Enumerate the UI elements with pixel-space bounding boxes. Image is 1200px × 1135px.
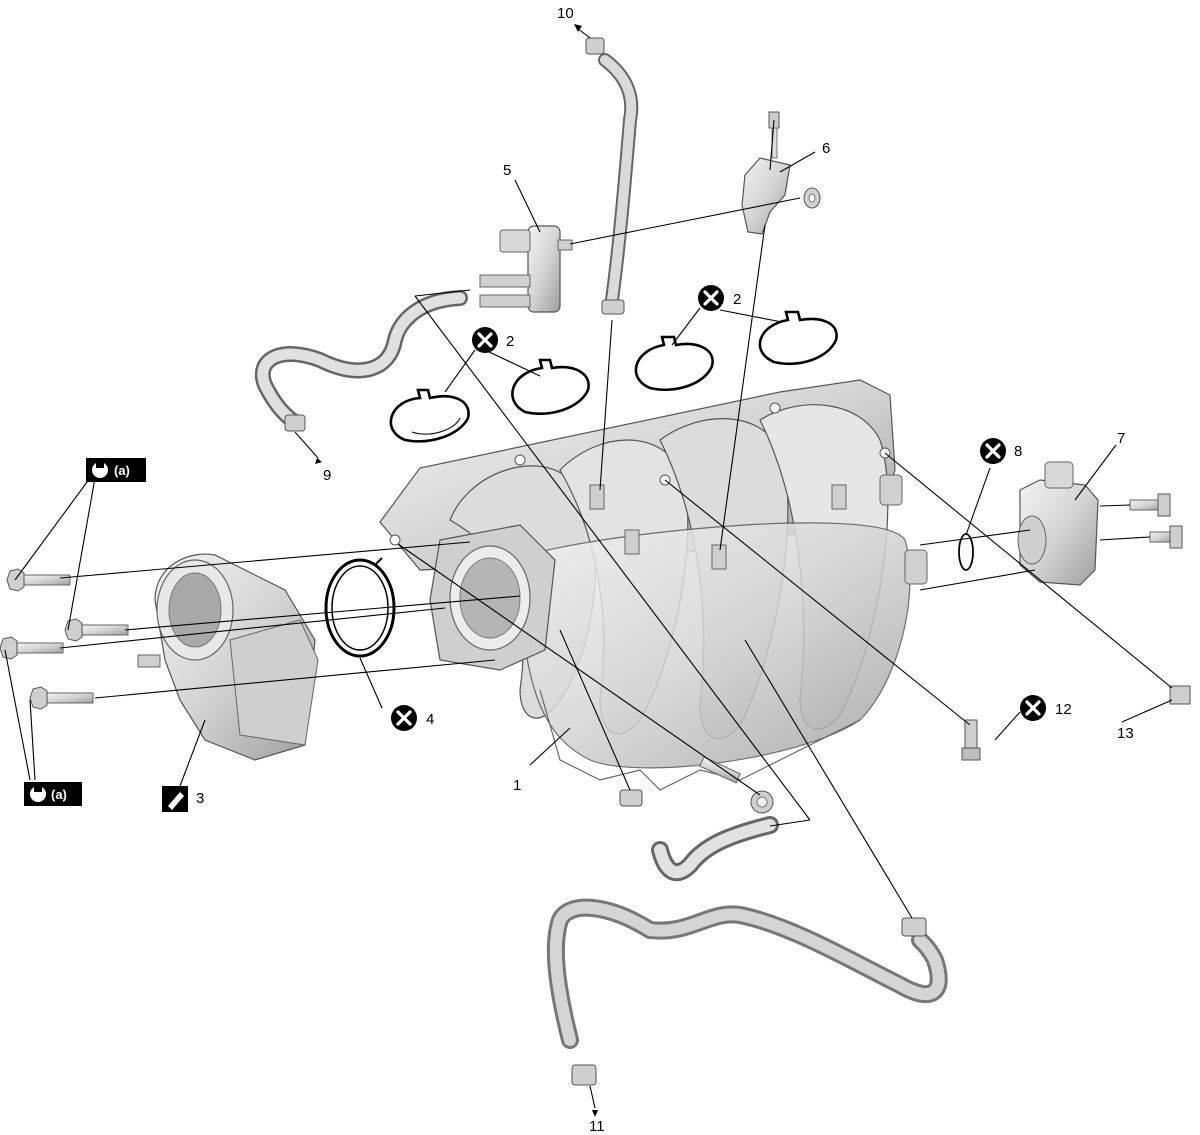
apply-grease-icon: [162, 786, 188, 812]
throttle-body-gasket: [324, 557, 396, 658]
manifold-bolt-13: [1169, 685, 1191, 705]
do-not-reuse-icon: [978, 436, 1008, 466]
torque-badge-bottom: (a): [24, 782, 82, 806]
bracket-bolt: [768, 111, 780, 159]
arrow-to-10: [574, 24, 582, 32]
throttle-body: [137, 553, 319, 761]
callout-12: 12: [1055, 701, 1072, 718]
throttle-bolt-3: [0, 636, 64, 660]
callout-6: 6: [822, 140, 830, 157]
torque-wrench-icon: [92, 461, 108, 478]
vacuum-hose-left: [255, 290, 468, 432]
callout-2a: 2: [506, 333, 514, 350]
egr-valve: [1017, 461, 1099, 586]
solenoid-bracket: [741, 157, 791, 235]
callout-3: 3: [196, 790, 204, 807]
callout-7: 7: [1117, 430, 1125, 447]
runner-gasket-4: [758, 310, 838, 366]
leader-lines: [4, 27, 1173, 1109]
torque-label-top: (a): [114, 463, 130, 478]
throttle-bolt-2: [64, 618, 129, 642]
do-not-reuse-icon: [1018, 693, 1048, 723]
callout-9: 9: [323, 467, 331, 484]
vacuum-solenoid-valve: [479, 225, 573, 313]
callout-2b: 2: [733, 291, 741, 308]
callout-4: 4: [426, 711, 434, 728]
runner-gasket-1: [389, 388, 470, 443]
do-not-reuse-icon: [696, 283, 726, 313]
vacuum-hose-top: [585, 37, 639, 315]
torque-wrench-icon: [30, 785, 46, 802]
egr-bolt-1: [1129, 493, 1171, 517]
arrow-to-11: [592, 1110, 598, 1117]
vacuum-hose-lower: [619, 789, 779, 882]
callout-11: 11: [589, 1118, 605, 1135]
callout-13: 13: [1117, 725, 1134, 742]
callout-10: 10: [557, 5, 574, 22]
torque-label-bottom: (a): [51, 787, 67, 802]
do-not-reuse-icon: [470, 325, 500, 355]
runner-gasket-3: [634, 335, 714, 392]
bracket-nut: [803, 187, 821, 209]
throttle-bolt-1: [6, 568, 71, 592]
do-not-reuse-icon: [389, 703, 419, 733]
callout-8: 8: [1014, 443, 1022, 460]
egr-bolt-2: [1149, 525, 1183, 549]
runner-gasket-2: [511, 358, 590, 416]
callout-5: 5: [503, 162, 511, 179]
manifold-bolt-12: [961, 719, 981, 761]
stud-and-nut: [699, 756, 774, 814]
torque-badge-top: (a): [86, 458, 146, 482]
arrow-to-9: [315, 458, 322, 464]
throttle-bolt-4: [29, 686, 94, 710]
intake-manifold: [379, 379, 928, 791]
callout-1: 1: [513, 777, 521, 794]
pcv-hose: [546, 898, 948, 1086]
